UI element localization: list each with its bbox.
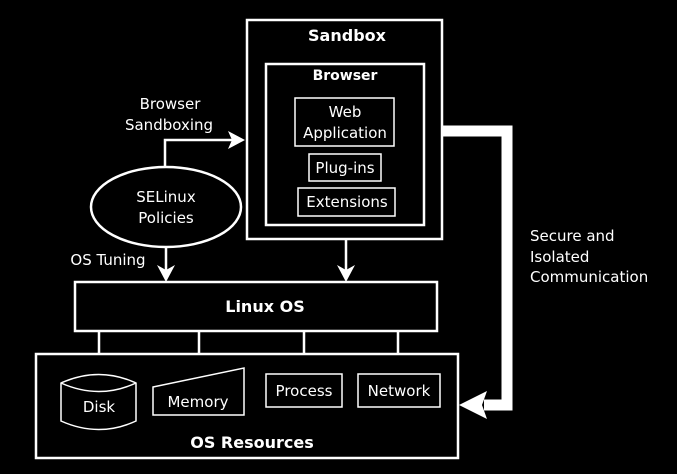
secure-label-2: Isolated [530, 248, 589, 266]
browser-sandboxing-label-2: Sandboxing [125, 116, 213, 134]
secure-label-3: Communication [530, 268, 648, 286]
web-application-box [294, 97, 395, 147]
browser-sandboxing-label-1: Browser [140, 95, 202, 113]
linux-os-title: Linux OS [225, 297, 304, 316]
memory-label: Memory [167, 393, 228, 411]
disk-label: Disk [83, 398, 116, 416]
plugins-label: Plug-ins [315, 159, 374, 177]
selinux-label-1: SELinux [136, 188, 196, 206]
disk-top-curve [60, 382, 137, 393]
selinux-policies-ellipse [89, 165, 243, 249]
memory-shape [152, 367, 245, 416]
secure-communication-arrow [442, 125, 513, 419]
web-application-label-1: Web [329, 103, 362, 121]
os-resources-title: OS Resources [190, 433, 314, 452]
secure-label-1: Secure and [530, 227, 615, 245]
linux-os-box [73, 280, 439, 333]
selinux-label-2: Policies [138, 209, 194, 227]
web-application-label-2: Application [303, 124, 387, 142]
browser-sandboxing-arrow [163, 131, 245, 168]
process-label: Process [276, 382, 333, 400]
sandbox-title: Sandbox [308, 26, 387, 45]
os-tuning-label: OS Tuning [70, 251, 145, 269]
process-box [265, 373, 343, 408]
sandbox-to-linux-arrow [337, 239, 355, 282]
network-label: Network [368, 382, 431, 400]
os-tuning-arrow [157, 247, 175, 282]
browser-title: Browser [313, 68, 378, 84]
network-box [357, 373, 441, 408]
extensions-label: Extensions [306, 193, 388, 211]
extensions-box [297, 187, 396, 217]
plugins-box [308, 153, 382, 182]
